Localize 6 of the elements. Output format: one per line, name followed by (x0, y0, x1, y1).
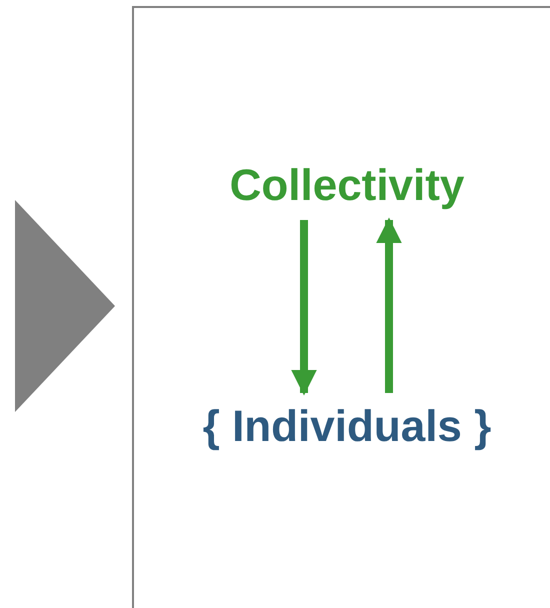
arrow (376, 217, 402, 393)
triangle-pointer (15, 200, 115, 412)
arrow (291, 220, 317, 396)
label-text: { Individuals } (147, 399, 547, 455)
label-text: Collectivity (147, 158, 547, 214)
frame-box (132, 6, 550, 608)
